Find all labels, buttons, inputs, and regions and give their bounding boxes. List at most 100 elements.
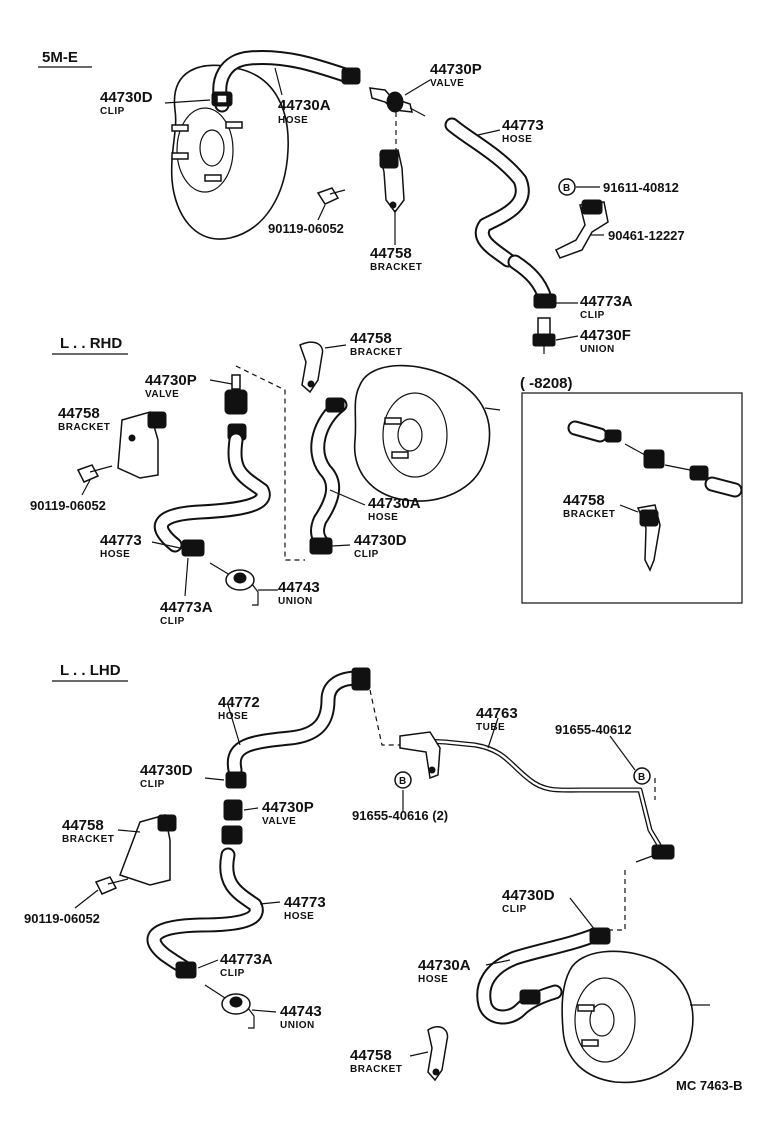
label-44773a-name: CLIP xyxy=(220,968,245,979)
hose-44773 xyxy=(444,117,553,306)
label-44730d: 44730D xyxy=(140,762,193,779)
label-44773-name: HOSE xyxy=(284,911,314,922)
label-44730a-name: HOSE xyxy=(278,115,308,126)
inset-box: ( -8208) 44758 BRACKET xyxy=(520,375,743,604)
label-44773a: 44773A xyxy=(580,293,633,310)
clip-near-booster xyxy=(519,989,541,1005)
clip-near-booster xyxy=(325,397,345,413)
label-44730a-name: HOSE xyxy=(368,512,398,523)
section-title-5m-e: 5M-E xyxy=(42,49,78,66)
bracket-90461-12227 xyxy=(554,199,609,259)
valve-44730p xyxy=(221,799,243,845)
label-44730f: 44730F xyxy=(580,327,631,344)
label-44758-b-name: BRACKET xyxy=(350,1064,402,1075)
label-44730p-name: VALVE xyxy=(430,78,464,89)
label-44730a: 44730A xyxy=(368,495,421,512)
union-44743 xyxy=(204,984,255,1029)
hose-44772 xyxy=(226,670,366,778)
b-marker-3: B xyxy=(633,767,651,785)
label-44773a: 44773A xyxy=(220,951,273,968)
section-title-l-lhd: L . . LHD xyxy=(60,662,121,679)
label-44730d-name: CLIP xyxy=(140,779,165,790)
label-90461-12227: 90461-12227 xyxy=(608,228,685,243)
label-91655-40612: 91655-40612 xyxy=(555,722,632,737)
valve-44730p xyxy=(369,87,426,117)
bolt-90119-06052 xyxy=(76,464,113,483)
label-inset-44758-name: BRACKET xyxy=(563,509,615,520)
b-marker-2: B xyxy=(394,771,412,789)
clip-44730d-b xyxy=(589,927,611,945)
union-44730f xyxy=(532,317,556,354)
label-90119-06052: 90119-06052 xyxy=(268,221,344,236)
label-44758-a: 44758 xyxy=(62,817,104,834)
label-44758-b-name: BRACKET xyxy=(350,347,402,358)
label-44763: 44763 xyxy=(476,705,518,722)
label-90119-06052: 90119-06052 xyxy=(24,911,100,926)
label-44763-name: TUBE xyxy=(476,722,505,733)
label-44730d-b-name: CLIP xyxy=(502,904,527,915)
clip-near-valve xyxy=(341,67,361,85)
clip-44730d xyxy=(309,537,333,555)
label-44730p-name: VALVE xyxy=(262,816,296,827)
label-44758-b: 44758 xyxy=(350,1047,392,1064)
diagram-code: MC 7463-B xyxy=(676,1078,742,1093)
label-44758-name: BRACKET xyxy=(370,262,422,273)
label-91655-40616: 91655-40616 (2) xyxy=(352,808,448,823)
leader xyxy=(317,204,326,221)
label-44773a: 44773A xyxy=(160,599,213,616)
label-44773: 44773 xyxy=(284,894,326,911)
hose-44730a xyxy=(212,49,353,113)
section-l-rhd: L . . RHD xyxy=(30,330,743,627)
bracket-44758 xyxy=(119,814,177,886)
label-44730p: 44730P xyxy=(145,372,197,389)
label-44758-a-name: BRACKET xyxy=(62,834,114,845)
bolt-90119-06052 xyxy=(316,187,346,205)
union-44743 xyxy=(209,562,259,606)
valve-44730p xyxy=(224,374,248,441)
label-44730p: 44730P xyxy=(430,61,482,78)
label-44743-name: UNION xyxy=(278,596,313,607)
bracket-44758-lower xyxy=(427,1026,449,1082)
bracket-44758 xyxy=(117,411,167,479)
svg-text:B: B xyxy=(563,183,571,194)
label-44758-b: 44758 xyxy=(350,330,392,347)
section-title-l-rhd: L . . RHD xyxy=(60,335,122,352)
dashed-guide-2 xyxy=(600,870,626,931)
label-44730p-name: VALVE xyxy=(145,389,179,400)
clip-44730d xyxy=(225,771,247,789)
label-44773-name: HOSE xyxy=(100,549,130,560)
dashed-guide xyxy=(235,365,305,561)
brake-booster-illustration xyxy=(353,364,501,502)
clip-top xyxy=(351,667,371,691)
section-5m-e: 5M-E xyxy=(38,49,685,355)
label-44758-a: 44758 xyxy=(58,405,100,422)
label-44730a: 44730A xyxy=(278,97,331,114)
label-44730d: 44730D xyxy=(354,532,407,549)
clip-44773a xyxy=(181,539,205,557)
brake-booster-illustration xyxy=(170,64,289,240)
hose-44773 xyxy=(146,847,264,976)
label-44730a: 44730A xyxy=(418,957,471,974)
brake-booster-illustration xyxy=(561,950,710,1084)
dashed-guide xyxy=(369,689,400,746)
label-44730f-name: UNION xyxy=(580,344,615,355)
section-l-lhd: L . . LHD xyxy=(24,662,710,1084)
label-44730d: 44730D xyxy=(100,89,153,106)
svg-text:B: B xyxy=(399,776,407,787)
clip-44773a xyxy=(175,961,197,979)
label-44773a-name: CLIP xyxy=(160,616,185,627)
label-90119-06052: 90119-06052 xyxy=(30,498,106,513)
label-44773a-name: CLIP xyxy=(580,310,605,321)
label-inset-44758: 44758 xyxy=(563,492,605,509)
label-44743: 44743 xyxy=(280,1003,322,1020)
label-44730p: 44730P xyxy=(262,799,314,816)
hose-44730a xyxy=(310,397,348,553)
label-44773-name: HOSE xyxy=(502,134,532,145)
svg-text:B: B xyxy=(638,772,646,783)
clip-44730d xyxy=(211,91,233,107)
b-marker-1: B xyxy=(558,178,576,196)
label-44773: 44773 xyxy=(502,117,544,134)
label-44730d-name: CLIP xyxy=(354,549,379,560)
label-44772-name: HOSE xyxy=(218,711,248,722)
